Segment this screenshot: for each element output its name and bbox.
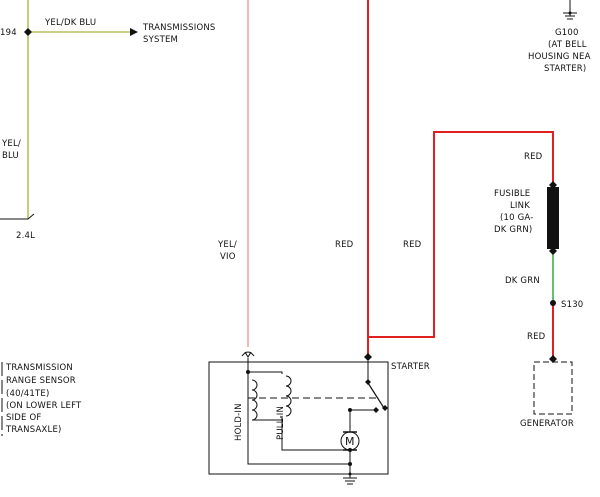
- transmission-signal-circuit: 194 YEL/DK BLU TRANSMISSIONS SYSTEM YEL/…: [0, 0, 216, 241]
- trs-label-6: TRANSAXLE): [5, 425, 62, 435]
- arrow-to-transmissions-icon: [130, 28, 138, 36]
- splice-s130-label: S130: [561, 300, 583, 310]
- fusible-link-label-4: DK GRN): [494, 225, 532, 235]
- fusible-link-label-2: LINK: [510, 201, 530, 211]
- motor-junction-top: [348, 408, 352, 412]
- battery-terminal-dot: [364, 353, 372, 361]
- switch-lower-contact: [373, 407, 379, 413]
- generator-terminal-dot: [549, 355, 557, 363]
- generator-box: [533, 361, 573, 415]
- red-lower-right-label: RED: [527, 332, 546, 342]
- starter-label: STARTER: [391, 362, 430, 372]
- transmissions-system-label-2: SYSTEM: [143, 35, 178, 45]
- starter-ground-dot: [348, 472, 352, 476]
- red-top-right-label: RED: [524, 152, 543, 162]
- starter-box: [208, 361, 389, 475]
- splice-194-dot: [24, 28, 32, 36]
- connector-arrow-icon: [244, 351, 252, 358]
- fusible-link: [547, 187, 559, 249]
- switch-motor-wire: [349, 409, 376, 432]
- ground-g100-dot: [568, 11, 572, 15]
- ground-g100-label-4: STARTER): [544, 64, 586, 74]
- dk-grn-label: DK GRN: [505, 276, 540, 286]
- connector-dot-bottom: [549, 247, 557, 255]
- trs-label-5: SIDE OF: [6, 413, 42, 423]
- ground-junction: [348, 462, 352, 466]
- starter-ground-icon: [343, 474, 357, 485]
- pull-in-label: PULL-IN: [276, 406, 286, 440]
- transmission-range-sensor: TRANSMISSION RANGE SENSOR (40/41TE) (ON …: [1, 362, 82, 436]
- yel-left-label-1: YEL/: [1, 139, 21, 149]
- switch-contact-top: [365, 379, 371, 385]
- starter-assembly: HOLD-IN PULL-IN M STARTER: [208, 351, 430, 485]
- ground-g100-label-2: (AT BELL: [548, 40, 587, 50]
- engine-24l-label: 2.4L: [16, 231, 35, 241]
- red-mid-label-2: RED: [403, 240, 422, 250]
- connector-dot-top: [549, 181, 557, 189]
- yel-vio-label-1: YEL/: [217, 240, 237, 250]
- trs-label-3: (40/41TE): [6, 389, 50, 399]
- trs-label-2: RANGE SENSOR: [6, 376, 76, 386]
- generator-label: GENERATOR: [520, 419, 574, 429]
- trs-label-1: TRANSMISSION: [5, 363, 73, 373]
- fusible-link-label-3: (10 GA-: [500, 213, 534, 223]
- hold-in-label: HOLD-IN: [234, 403, 244, 441]
- winding-junction-dot: [246, 370, 250, 374]
- transmissions-system-label-1: TRANSMISSIONS: [142, 23, 216, 33]
- solenoid-wiring: [247, 358, 350, 465]
- fusible-link-label-1: FUSIBLE: [494, 189, 530, 199]
- splice-194-label: 194: [0, 28, 17, 38]
- yel-vio-label-2: VIO: [220, 252, 236, 262]
- pull-in-coil-icon: [285, 375, 292, 417]
- battery-feed-circuit: RED FUSIBLE LINK (10 GA- DK GRN) DK GRN …: [367, 131, 583, 429]
- red-mid-label-1: RED: [335, 240, 354, 250]
- starter-connector-icon: [241, 351, 255, 357]
- motor-label: M: [345, 435, 355, 448]
- starter-feed-wires: YEL/ VIO RED RED: [217, 0, 422, 356]
- yel-dk-blu-label: YEL/DK BLU: [44, 18, 96, 28]
- splice-s130-dot: [550, 300, 556, 306]
- hold-in-coil-icon: [251, 379, 258, 421]
- switch-blade: [367, 382, 385, 409]
- ground-g100-label-1: G100: [555, 28, 579, 38]
- trs-label-4: (ON LOWER LEFT: [6, 401, 82, 411]
- ground-g100-label-3: HOUSING NEA: [528, 52, 591, 62]
- yel-left-label-2: BLU: [2, 151, 19, 161]
- switch-contact-bottom: [382, 405, 388, 411]
- ground-g100: G100 (AT BELL HOUSING NEA STARTER): [528, 0, 591, 74]
- wire-break-bottom: [0, 213, 35, 220]
- motor-junction-bottom: [348, 448, 352, 452]
- red-feed-wire: [367, 131, 554, 355]
